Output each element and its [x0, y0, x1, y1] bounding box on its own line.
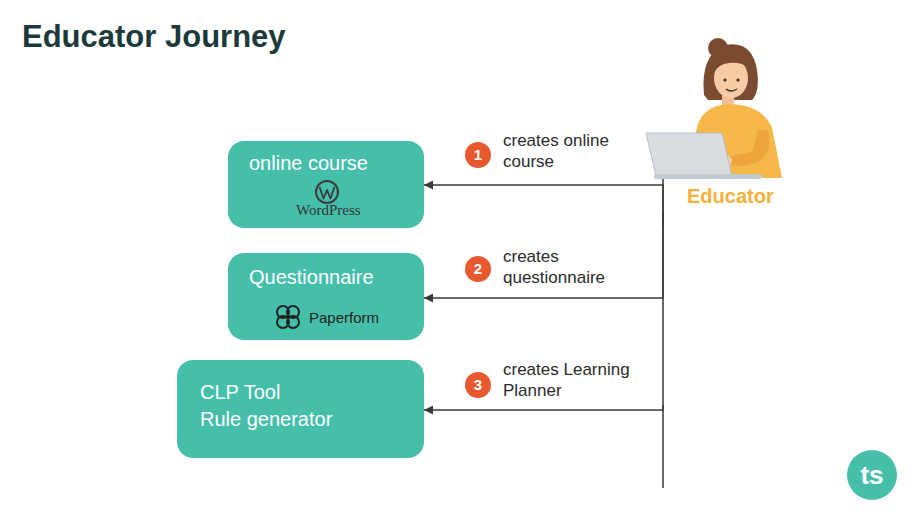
callout-number: 3 [465, 372, 491, 398]
box-subtitle: Rule generator [200, 407, 332, 431]
title-holder: Educator Journey [22, 19, 286, 55]
box-title: Questionnaire [249, 265, 374, 289]
label-holder: ts [847, 459, 897, 491]
flow-arrow [424, 185, 663, 212]
diagram-title: Educator Journey [22, 19, 286, 55]
eye [736, 78, 739, 81]
edge-label: creates Learning Planner [503, 359, 653, 401]
callout-number: 1 [465, 142, 491, 168]
logo-wordmark: WordPress [296, 201, 361, 219]
edge-label-holder: creates online course [503, 130, 609, 172]
label-holder: 2 [465, 256, 491, 282]
eye [723, 78, 726, 81]
edge-label: creates questionnaire [503, 246, 621, 288]
box-title: online course [249, 151, 368, 175]
actor-label: Educator [687, 184, 774, 208]
label-holder: 3 [465, 372, 491, 398]
label-holder: 1 [465, 142, 491, 168]
tool-box: QuestionnairePaperform [228, 253, 424, 340]
edge-label-holder: creates Learning Planner [503, 359, 653, 401]
edge-label: creates online course [503, 130, 609, 172]
laptop-screen [646, 133, 732, 176]
flow-arrow [424, 212, 663, 410]
timeline-line [662, 405, 664, 488]
actor-node: Educator [640, 40, 800, 212]
hair-fringe [712, 52, 750, 78]
logo-wordmark: Paperform [309, 309, 379, 327]
callout-number: 2 [465, 256, 491, 282]
logo-text: ts [847, 459, 897, 491]
tool-box: online courseWordPress [228, 141, 424, 228]
arm [728, 130, 770, 166]
laptop-base [654, 174, 762, 179]
box-title: CLP Tool [200, 380, 280, 404]
logo-badge [847, 450, 897, 500]
tool-box: CLP ToolRule generator [177, 360, 424, 458]
smile [726, 89, 737, 91]
educator-figure [646, 38, 782, 179]
edge-label-holder: creates questionnaire [503, 246, 621, 288]
flow-arrow [424, 212, 663, 298]
